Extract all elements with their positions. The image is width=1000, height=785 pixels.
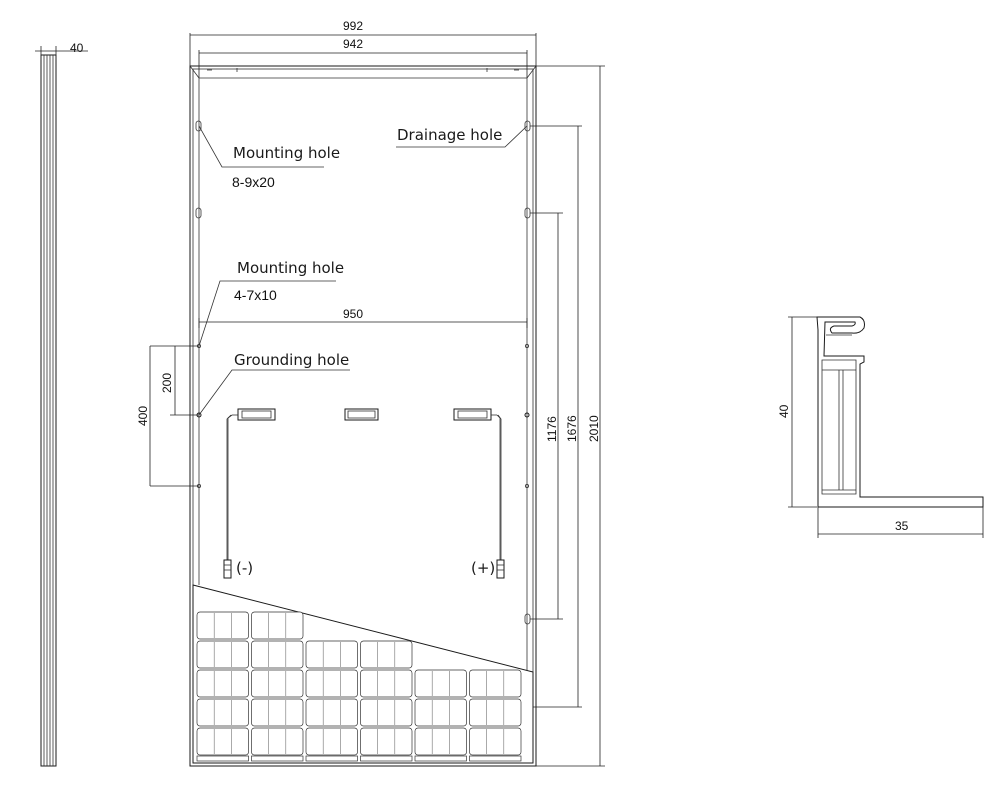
positive-cable xyxy=(496,414,501,560)
solar-cell xyxy=(305,640,358,669)
drainage-hole-label: Drainage hole xyxy=(397,126,502,144)
solar-cell-grid xyxy=(196,611,522,762)
mounting-spacing-inner-dim: 1176 xyxy=(545,416,559,442)
mounting-hole-slot xyxy=(195,207,202,219)
small-mounting-hole xyxy=(525,343,530,348)
solar-cell xyxy=(360,640,413,669)
negative-connector xyxy=(223,559,232,579)
solar-cell xyxy=(251,698,304,727)
grounding-hole-label: Grounding hole xyxy=(234,351,349,369)
solar-cell xyxy=(469,727,522,756)
panel-outer-frame xyxy=(189,65,537,767)
panel-back-view: 992 942 950 200 400 xyxy=(136,19,605,767)
overall-length-dim: 2010 xyxy=(587,415,601,442)
positive-connector xyxy=(496,559,505,579)
grounding-hole xyxy=(524,412,530,418)
solar-cell xyxy=(251,640,304,669)
solar-cell-partial xyxy=(196,755,249,762)
frame-thickness-dim: 40 xyxy=(70,41,84,55)
solar-cell xyxy=(469,669,522,698)
solar-cell xyxy=(251,669,304,698)
solar-cell xyxy=(196,611,249,640)
solar-cell xyxy=(196,727,249,756)
junction-box-left xyxy=(232,408,276,421)
solar-cell xyxy=(305,698,358,727)
side-frame-outline xyxy=(40,54,57,767)
solar-cell xyxy=(251,611,304,640)
solar-cell-cutaway xyxy=(192,584,534,764)
small-mounting-hole xyxy=(525,483,530,488)
annotation-mounting-hole-a: Mounting hole 8-9x20 xyxy=(198,125,340,190)
mounting-offset-dim: 400 xyxy=(136,406,150,426)
grounding-offset-dim: 200 xyxy=(160,373,174,393)
overall-width-dim: 992 xyxy=(343,19,363,33)
positive-terminal-label: (+) xyxy=(471,559,495,577)
solar-cell-partial xyxy=(360,755,413,762)
solar-cell xyxy=(469,698,522,727)
frame-profile-section: 40 35 xyxy=(777,316,984,538)
side-view: 40 xyxy=(35,41,88,767)
mounting-hole-slot xyxy=(524,120,531,132)
mounting-hole-b-spec: 4-7x10 xyxy=(234,287,277,303)
mounting-spacing-outer-dim: 1676 xyxy=(565,415,579,442)
solar-cell xyxy=(251,727,304,756)
solar-cell xyxy=(414,727,467,756)
solar-cell xyxy=(196,698,249,727)
annotation-mounting-hole-b: Mounting hole 4-7x10 xyxy=(198,259,344,347)
inner-width-dim: 942 xyxy=(343,37,363,51)
mounting-hole-slot xyxy=(524,613,531,625)
annotation-grounding-hole: Grounding hole xyxy=(198,351,350,416)
solar-cell xyxy=(414,669,467,698)
mounting-hole-slot xyxy=(524,207,531,219)
solar-cell xyxy=(305,727,358,756)
solar-cell-partial xyxy=(305,755,358,762)
negative-cable xyxy=(227,414,233,560)
junction-box-center xyxy=(344,408,379,421)
solar-cell-partial xyxy=(251,755,304,762)
solar-cell xyxy=(360,669,413,698)
profile-width-dim: 35 xyxy=(895,519,909,533)
mounting-hole-a-spec: 8-9x20 xyxy=(232,174,275,190)
grounding-spacing-dim: 950 xyxy=(343,307,363,321)
solar-cell xyxy=(305,669,358,698)
solar-cell xyxy=(360,698,413,727)
junction-box-right xyxy=(453,408,497,421)
annotation-drainage-hole: Drainage hole xyxy=(396,125,528,148)
profile-outline xyxy=(816,316,984,508)
solar-cell-partial xyxy=(469,755,522,762)
profile-height-dim: 40 xyxy=(777,404,791,418)
solar-cell xyxy=(196,640,249,669)
solar-cell-partial xyxy=(414,755,467,762)
mounting-hole-b-label: Mounting hole xyxy=(237,259,344,277)
mounting-hole-a-label: Mounting hole xyxy=(233,144,340,162)
solar-cell xyxy=(196,669,249,698)
mounting-hole-slot xyxy=(195,120,202,132)
solar-cell xyxy=(360,727,413,756)
solar-cell xyxy=(414,698,467,727)
negative-terminal-label: (-) xyxy=(236,559,253,577)
